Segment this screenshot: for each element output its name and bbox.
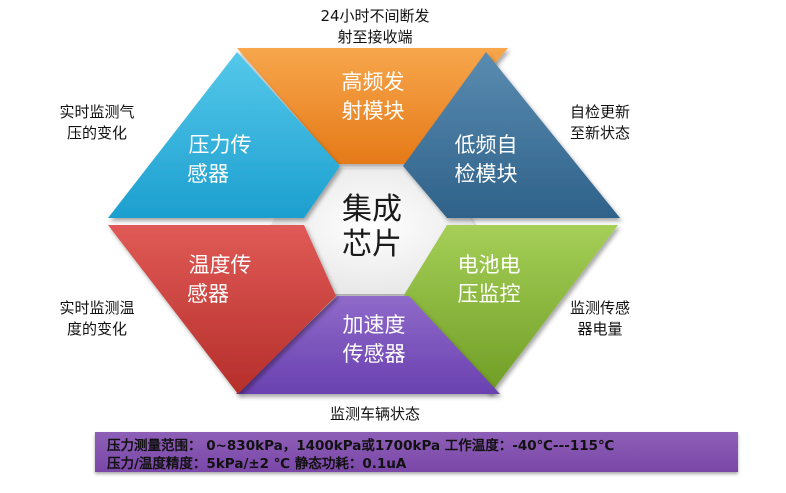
note-bottom: 监测车辆状态 <box>290 404 460 425</box>
segment-lower-right-label-1: 电池电 <box>458 253 521 277</box>
center-label-1: 集成 <box>342 192 402 227</box>
note-lower-left-line-1: 实时监测温 <box>59 299 135 317</box>
note-lower-left-line-2: 度的变化 <box>66 320 127 338</box>
segment-top-label-1: 高频发 <box>342 70 405 94</box>
note-upper-right-line-2: 至新状态 <box>569 124 630 142</box>
note-upper-left-line-1: 实时监测气 <box>59 103 135 121</box>
spec-bar: 压力测量范围： 0~830kPa，1400kPa或1700kPa 工作温度：-4… <box>95 432 738 472</box>
segment-lower-left-label-1: 温度传 <box>189 253 252 277</box>
note-lower-right-line-2: 器电量 <box>577 320 623 338</box>
segment-lower-left-label-2: 感器 <box>187 282 229 306</box>
segment-bottom-label-2: 传感器 <box>343 342 406 366</box>
segment-top-triangle <box>237 48 508 164</box>
note-lower-left: 实时监测温 度的变化 <box>42 298 152 340</box>
segment-upper-left-triangle <box>108 52 340 218</box>
segment-bottom-triangle <box>236 296 500 394</box>
segment-lower-left-triangle <box>108 225 336 394</box>
note-upper-left-line-2: 压的变化 <box>66 124 127 142</box>
note-upper-right: 自检更新 至新状态 <box>555 102 645 144</box>
note-top-line-1: 24小时不间断发 <box>320 7 430 25</box>
segment-upper-right-label-1: 低频自 <box>455 133 518 157</box>
note-lower-right: 监测传感 器电量 <box>555 298 645 340</box>
note-upper-left: 实时监测气 压的变化 <box>42 102 152 144</box>
segment-upper-right-label-2: 检模块 <box>455 162 518 186</box>
note-upper-right-line-1: 自检更新 <box>569 103 630 121</box>
note-lower-right-line-1: 监测传感 <box>569 299 630 317</box>
note-bottom-line-1: 监测车辆状态 <box>329 405 420 423</box>
segment-upper-left-label-1: 压力传 <box>189 133 252 157</box>
center-label-2: 芯片 <box>342 227 402 262</box>
note-top-line-2: 射至接收端 <box>337 28 413 46</box>
segment-upper-right-triangle <box>403 52 620 218</box>
spec-line-2: 压力/温度精度：5kPa/±2 ℃ 静态功耗：0.1uA <box>107 456 407 472</box>
segment-upper-left-label-2: 感器 <box>187 162 229 186</box>
segment-top-label-2: 射模块 <box>342 99 405 123</box>
segment-lower-right-label-2: 压监控 <box>458 282 521 306</box>
spec-line-1: 压力测量范围： 0~830kPa，1400kPa或1700kPa 工作温度：-4… <box>107 438 615 454</box>
segment-bottom-label-1: 加速度 <box>343 313 406 337</box>
note-top: 24小时不间断发 射至接收端 <box>290 6 460 48</box>
